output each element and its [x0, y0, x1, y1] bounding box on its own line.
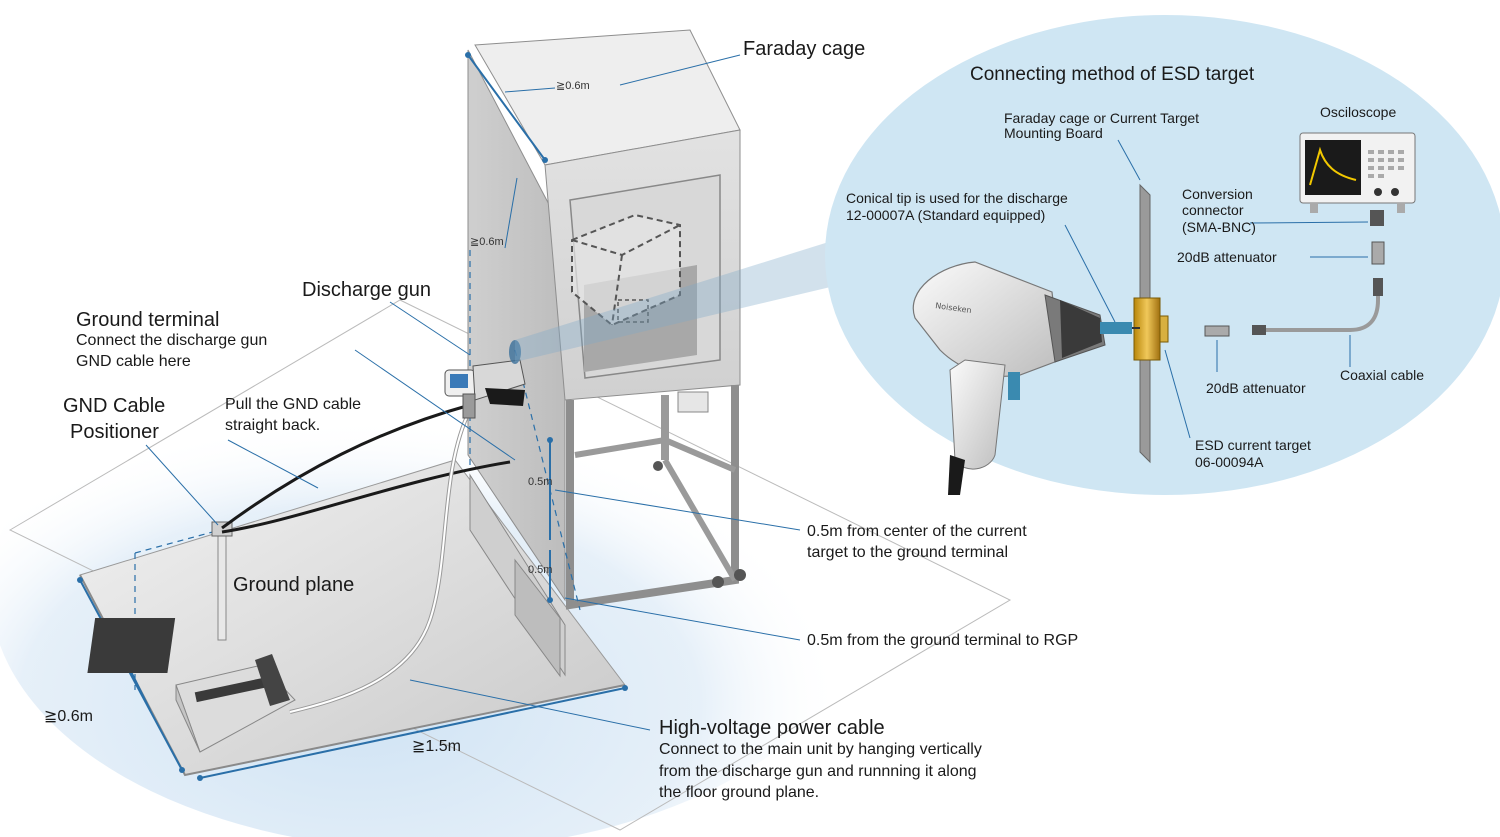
dim-05-b: 0.5m: [528, 564, 553, 576]
label-pull-cable-2: straight back.: [225, 417, 321, 434]
label-faraday-cage: Faraday cage: [743, 38, 866, 60]
dim-06-top: ≧0.6m: [556, 80, 590, 92]
discharge-gun-icon: Noiseken: [912, 261, 1140, 495]
gnd-cable: [221, 403, 471, 530]
dim-06-floor: ≧0.6m: [44, 708, 93, 725]
label-ground-terminal-desc-2: GND cable here: [76, 353, 191, 370]
label-pull-cable-1: Pull the GND cable: [225, 396, 362, 413]
label-hv-cable: High-voltage power cable: [659, 717, 885, 739]
dim-15-floor: ≧1.5m: [412, 738, 461, 755]
inset-attenuator-bottom: 20dB attenuator: [1206, 380, 1306, 396]
oscilloscope-icon: [1299, 132, 1416, 213]
label-gnd-positioner-2: Positioner: [70, 421, 159, 443]
gnd-cable-positioner: [217, 529, 227, 641]
esd-target-inset: [825, 15, 1500, 495]
label-dist-center-2: target to the ground terminal: [807, 544, 1009, 561]
label-discharge-gun: Discharge gun: [302, 279, 431, 301]
inset-coaxial: Coaxial cable: [1340, 367, 1425, 383]
coaxial-cable-icon: [1258, 290, 1380, 332]
inset-conical-tip-1: Conical tip is used for the discharge: [846, 190, 1068, 206]
label-hv-cable-desc-3: the floor ground plane.: [659, 784, 820, 801]
dim-06-side: ≧0.6m: [470, 236, 504, 248]
label-hv-cable-desc-1: Connect to the main unit by hanging vert…: [659, 741, 982, 758]
label-hv-cable-desc-2: from the discharge gun and runnning it a…: [659, 763, 977, 780]
inset-title: Connecting method of ESD target: [970, 64, 1255, 85]
inset-conversion-3: (SMA-BNC): [1182, 219, 1256, 235]
discharge-gun-small: [444, 359, 526, 419]
cage-back-panel: [467, 49, 566, 602]
inset-oscilloscope: Osciloscope: [1320, 104, 1397, 120]
label-ground-plane: Ground plane: [233, 574, 355, 596]
gnd-positioner-base: [87, 618, 176, 673]
inset-conversion-1: Conversion: [1182, 186, 1253, 202]
inset-mount-board-1: Faraday cage or Current Target: [1004, 110, 1200, 126]
attenuator-icon: [1204, 325, 1230, 337]
inset-conversion-2: connector: [1182, 202, 1244, 218]
dim-05-a: 0.5m: [528, 476, 553, 488]
label-gnd-positioner-1: GND Cable: [63, 395, 166, 417]
label-ground-terminal-desc-1: Connect the discharge gun: [76, 332, 268, 349]
inset-attenuator-top: 20dB attenuator: [1177, 249, 1277, 265]
inset-target-2: 06-00094A: [1195, 454, 1264, 470]
test-area-outline: [8, 299, 1012, 831]
label-dist-center-1: 0.5m from center of the current: [807, 523, 1027, 540]
inset-conical-tip-2: 12-00007A (Standard equipped): [846, 207, 1046, 223]
inset-target-1: ESD current target: [1195, 437, 1311, 453]
label-ground-terminal: Ground terminal: [76, 309, 220, 331]
inset-mount-board-2: Mounting Board: [1004, 125, 1103, 141]
label-dist-rgp: 0.5m from the ground terminal to RGP: [807, 632, 1079, 649]
